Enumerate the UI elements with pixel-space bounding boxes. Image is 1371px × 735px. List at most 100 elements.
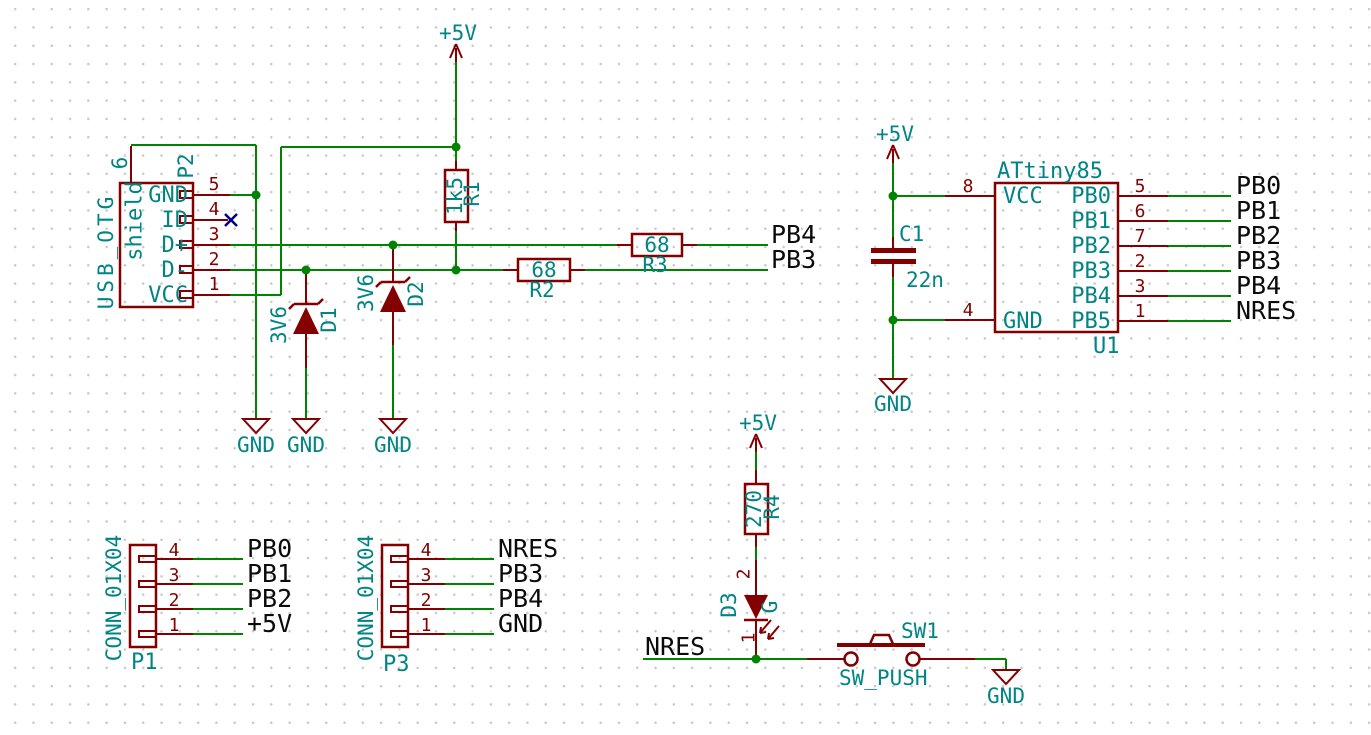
net-label[interactable]: NRES xyxy=(498,534,558,563)
sw1-value[interactable]: SW_PUSH xyxy=(839,666,928,690)
u1-value[interactable]: ATtiny85 xyxy=(997,159,1103,184)
r3-body[interactable] xyxy=(630,232,684,258)
r1-reference[interactable]: R1 xyxy=(460,181,484,206)
c1-plate xyxy=(871,259,916,264)
p3-reference[interactable]: P3 xyxy=(383,652,410,677)
junction-dot[interactable] xyxy=(751,654,761,664)
junction-dot[interactable] xyxy=(451,265,461,275)
p1-value[interactable]: CONN_01X04 xyxy=(102,535,126,661)
junction-dot[interactable] xyxy=(888,315,898,325)
p3-pin-number: 1 xyxy=(421,615,432,636)
net-label[interactable]: PB2 xyxy=(247,584,292,613)
connector-p1[interactable]: 4 3 2 1 CONN_01X04 P1 xyxy=(102,535,193,675)
p2-shield-pin-name: shield xyxy=(123,181,148,260)
resistor-r3[interactable]: 68 R3 xyxy=(617,232,697,277)
d1-reference[interactable]: D1 xyxy=(317,307,341,332)
net-label[interactable]: PB3 xyxy=(498,559,543,588)
r3-reference[interactable]: R3 xyxy=(642,253,667,277)
sw1-reference[interactable]: SW1 xyxy=(901,619,939,643)
r3-value[interactable]: 68 xyxy=(644,233,669,257)
d2-reference[interactable]: D2 xyxy=(404,281,428,306)
r2-body[interactable] xyxy=(516,257,572,283)
r4-reference[interactable]: R4 xyxy=(760,494,784,519)
junction-dot[interactable] xyxy=(388,240,398,250)
r2-value[interactable]: 68 xyxy=(531,258,556,282)
power-5v-r4[interactable]: +5V xyxy=(739,411,777,452)
resistor-r4[interactable]: 270 R4 xyxy=(742,470,784,547)
u1-vcc-name: VCC xyxy=(1003,184,1043,209)
p2-value[interactable]: USB_OTG xyxy=(94,193,118,310)
net-label[interactable]: PB1 xyxy=(1236,196,1281,225)
d3-reference[interactable]: D3 xyxy=(717,592,741,617)
net-label[interactable]: PB3 xyxy=(1236,246,1281,275)
net-label[interactable]: PB0 xyxy=(1236,171,1281,200)
net-label[interactable]: +5V xyxy=(247,609,292,638)
d3-value[interactable]: G xyxy=(758,601,782,614)
net-label-pb4[interactable]: PB4 xyxy=(771,220,816,249)
p1-pin-number: 1 xyxy=(169,615,180,636)
d2-value[interactable]: 3V6 xyxy=(354,274,378,312)
u1-pin-number: 6 xyxy=(1135,201,1146,222)
switch-sw1[interactable]: SW1 SW_PUSH xyxy=(807,619,975,690)
d2-zener-hook xyxy=(404,276,411,283)
p1-body[interactable] xyxy=(128,543,158,649)
u1-pin-name: PB4 xyxy=(1071,284,1111,309)
ic-u1-attiny85[interactable]: ATtiny85 U1 8 4 VCC GND 5 6 7 2 3 1 PB0 … xyxy=(945,159,1168,359)
u1-net-labels: PB0 PB1 PB2 PB3 PB4 NRES xyxy=(1236,171,1296,325)
zener-d1[interactable]: 3V6 D1 xyxy=(267,270,341,368)
net-label-nres[interactable]: NRES xyxy=(645,632,705,661)
power-arrow-icon xyxy=(449,43,463,59)
connector-p2[interactable]: 5 4 3 2 1 GND ID D+ D- VCC 6 P2 shield U… xyxy=(94,146,230,309)
power-gnd-sw1[interactable]: GND xyxy=(987,669,1025,708)
p1-reference[interactable]: P1 xyxy=(131,650,158,675)
p2-reference[interactable]: P2 xyxy=(174,153,198,178)
junction-dot[interactable] xyxy=(251,190,261,200)
p3-pad xyxy=(390,605,409,613)
no-connect-marker[interactable] xyxy=(224,213,238,227)
sw1-contact xyxy=(905,651,921,667)
r4-body[interactable] xyxy=(743,482,770,536)
net-label[interactable]: PB4 xyxy=(498,584,543,613)
d2-zener-hook xyxy=(375,281,382,288)
capacitor-c1[interactable]: C1 22n xyxy=(871,222,944,292)
u1-pin-number: 7 xyxy=(1135,226,1146,247)
power-gnd-d2[interactable]: GND xyxy=(374,418,412,457)
r4-value[interactable]: 270 xyxy=(742,490,766,528)
r2-reference[interactable]: R2 xyxy=(529,278,554,302)
r1-value[interactable]: 1k5 xyxy=(443,177,467,215)
d3-pin1-number: 1 xyxy=(739,633,760,644)
power-gnd-d1[interactable]: GND xyxy=(287,418,325,457)
net-label[interactable]: NRES xyxy=(1236,296,1296,325)
p3-pad xyxy=(390,555,409,563)
u1-pin-name: PB1 xyxy=(1071,209,1111,234)
u1-reference[interactable]: U1 xyxy=(1093,334,1120,359)
net-label[interactable]: PB4 xyxy=(1236,271,1281,300)
p3-value[interactable]: CONN_01X04 xyxy=(354,535,378,661)
power-gnd-c1[interactable]: GND xyxy=(874,378,912,416)
zener-d2[interactable]: 3V6 D2 xyxy=(354,245,428,345)
c1-value[interactable]: 22n xyxy=(906,268,944,292)
power-5v-c1[interactable]: +5V xyxy=(876,122,914,163)
net-label[interactable]: GND xyxy=(498,609,543,638)
junction-dot[interactable] xyxy=(451,142,461,152)
p3-body[interactable] xyxy=(380,543,410,649)
junction-dot[interactable] xyxy=(301,265,311,275)
net-label[interactable]: PB0 xyxy=(247,534,292,563)
net-label[interactable]: PB1 xyxy=(247,559,292,588)
connector-p3[interactable]: 4 3 2 1 CONN_01X04 P3 xyxy=(354,535,445,677)
junction-dot[interactable] xyxy=(888,191,898,201)
led-d3[interactable]: 2 1 D3 G xyxy=(717,560,782,659)
power-gnd-shield[interactable]: GND xyxy=(237,418,275,457)
net-label[interactable]: PB2 xyxy=(1236,221,1281,250)
no-connect-x-icon xyxy=(224,213,238,227)
u1-body[interactable] xyxy=(993,181,1120,334)
resistor-r2[interactable]: 68 R2 xyxy=(503,257,585,302)
d1-value[interactable]: 3V6 xyxy=(267,306,291,344)
c1-reference[interactable]: C1 xyxy=(899,222,924,246)
r1-body[interactable] xyxy=(443,168,470,224)
resistor-r1[interactable]: 1k5 R1 xyxy=(443,161,484,231)
wires xyxy=(131,62,1231,669)
power-5v-label: +5V xyxy=(439,21,477,45)
net-label-pb3[interactable]: PB3 xyxy=(771,245,816,274)
power-5v-r1[interactable]: +5V xyxy=(439,21,477,62)
